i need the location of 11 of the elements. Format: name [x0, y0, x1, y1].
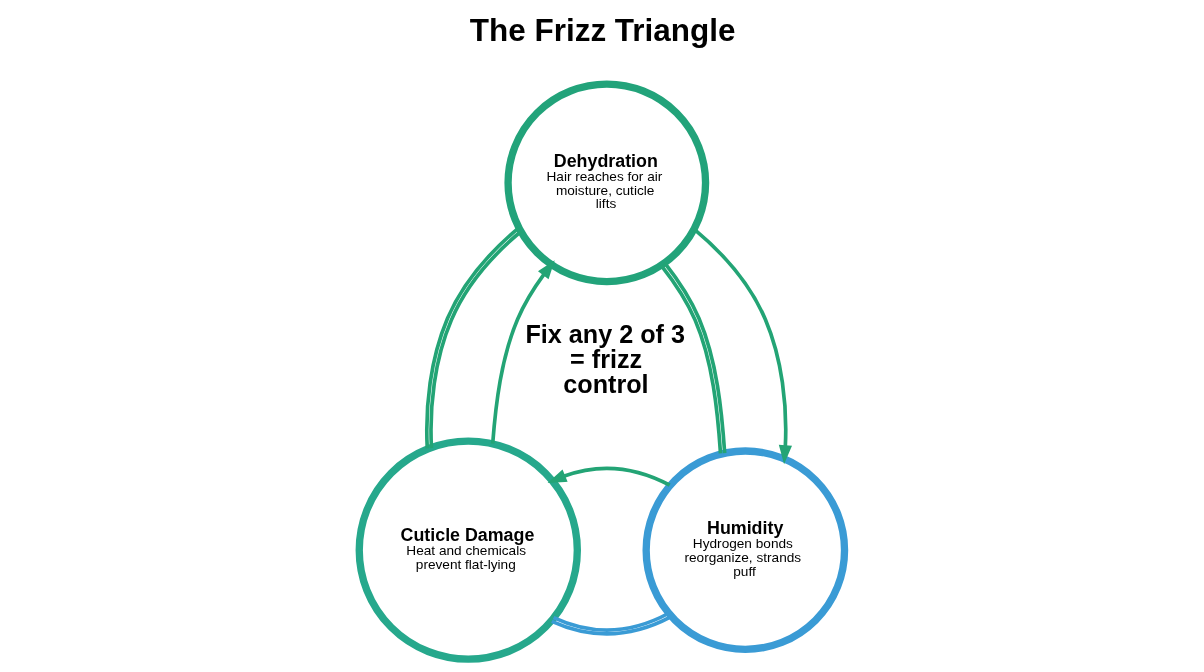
- arrow: [693, 227, 793, 465]
- node-circle: Dehydration Hair reaches for air moisture, cuticle lifts: [504, 80, 710, 286]
- label: Fix any 2 of 3 = frizz control: [525, 319, 685, 398]
- connector: [425, 226, 523, 449]
- arrow: [490, 260, 555, 444]
- connector: [551, 611, 672, 636]
- node-circle: Humidity Hydrogen bonds reorganize, strands puff: [642, 447, 849, 653]
- connector: [659, 261, 727, 454]
- arrow: [547, 466, 671, 487]
- node-circle: Cuticle Damage Heat and chemicals prevent flat-lying: [355, 437, 581, 663]
- diagram-title: The Frizz Triangle: [469, 13, 736, 49]
